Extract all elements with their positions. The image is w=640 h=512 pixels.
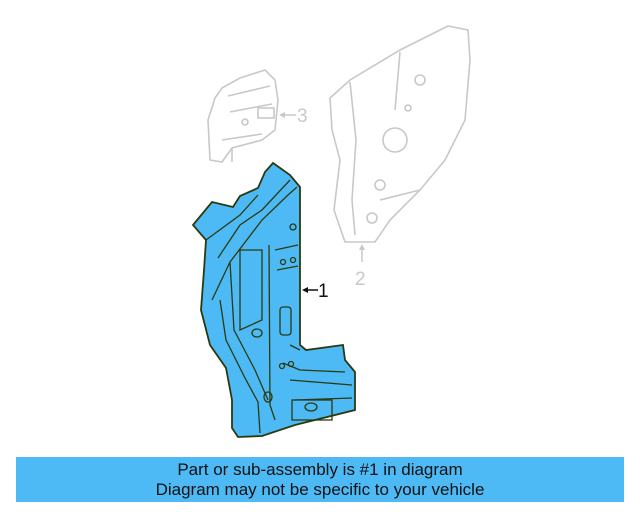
callout-2-label: 2 (355, 269, 366, 290)
callout-1-label: 1 (318, 281, 329, 302)
part-2-pillar[interactable] (329, 25, 471, 243)
part-1-hinge-pillar[interactable] (191, 161, 356, 438)
part-3-bracket[interactable] (207, 69, 279, 163)
banner-line-2: Diagram may not be specific to your vehi… (155, 479, 485, 499)
callout-1: 1 (302, 281, 329, 302)
callout-2: 2 (355, 244, 366, 290)
callout-3-label: 3 (297, 106, 308, 127)
banner-line-1: Part or sub-assembly is #1 in diagram (177, 459, 463, 479)
callout-3: 3 (279, 106, 308, 127)
parts-diagram: 3 2 1 (191, 25, 471, 438)
diagram-notice-banner: Part or sub-assembly is #1 in diagram Di… (16, 457, 624, 502)
